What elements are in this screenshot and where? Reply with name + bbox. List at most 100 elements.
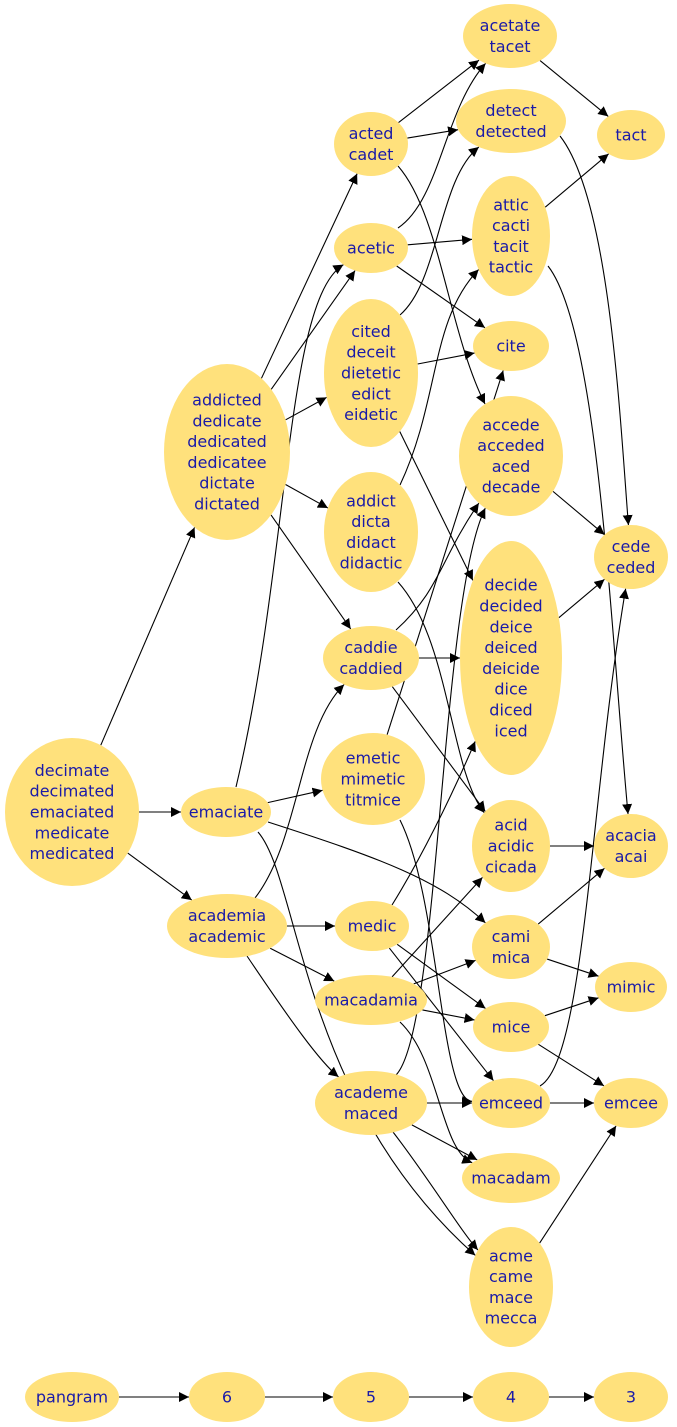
edge-academia-to-macadamia bbox=[269, 947, 335, 982]
edge-addicted-to-caddie bbox=[270, 514, 352, 630]
edge-academe-to-acme bbox=[392, 1131, 479, 1251]
node-tact: tact bbox=[597, 110, 665, 160]
node-label: medicate bbox=[35, 823, 110, 842]
node-label: 6 bbox=[222, 1388, 232, 1407]
edge-addict-to-attic bbox=[399, 269, 480, 486]
edge-acetic-to-acetate bbox=[397, 62, 487, 229]
node-label: deice bbox=[489, 617, 532, 636]
node-label: titmice bbox=[345, 790, 401, 809]
node-label: diced bbox=[489, 701, 532, 720]
node-decide: decidedecideddeicedeiceddeicidedicediced… bbox=[460, 541, 562, 775]
edge-emaciate-to-emetic bbox=[267, 787, 323, 804]
node-label: tacit bbox=[493, 237, 529, 256]
node-label: mimic bbox=[607, 978, 656, 997]
node-label: mica bbox=[492, 948, 531, 967]
node-decide-shape bbox=[460, 541, 562, 775]
node-pangram: pangram bbox=[25, 1372, 119, 1422]
node-acetic-shape bbox=[334, 223, 408, 273]
node-n5: 5 bbox=[333, 1372, 409, 1422]
node-label: deiced bbox=[484, 638, 537, 657]
node-label: acetate bbox=[480, 16, 541, 35]
node-label: academic bbox=[188, 927, 265, 946]
node-label: mace bbox=[489, 1288, 533, 1307]
node-label: acid bbox=[494, 816, 527, 835]
node-emceed: emceed bbox=[472, 1078, 550, 1128]
node-medic: medic bbox=[335, 901, 409, 951]
node-label: 4 bbox=[506, 1388, 516, 1407]
node-label: academe bbox=[334, 1083, 408, 1102]
node-macadamia-shape bbox=[315, 975, 427, 1025]
node-cami: cami mica bbox=[472, 915, 550, 979]
node-label: cacti bbox=[492, 216, 530, 235]
node-emaciate: emaciate bbox=[181, 787, 271, 837]
node-attic-shape bbox=[472, 176, 550, 296]
node-academia-shape bbox=[167, 894, 287, 958]
node-label: decided bbox=[479, 597, 542, 616]
node-emetic-shape bbox=[321, 733, 425, 825]
node-label: detected bbox=[475, 122, 546, 141]
edge-cited-to-cite bbox=[417, 350, 475, 365]
node-label: didactic bbox=[340, 554, 403, 573]
node-label: cami bbox=[492, 927, 531, 946]
node-pangram-shape bbox=[25, 1372, 119, 1422]
node-acme-shape bbox=[469, 1227, 553, 1347]
edge-acted-to-accede bbox=[397, 165, 486, 405]
edge-mice-to-emcee bbox=[538, 1043, 605, 1087]
edge-academia-to-academe bbox=[246, 955, 339, 1078]
node-label: eidetic bbox=[344, 405, 398, 424]
node-label: medicated bbox=[30, 844, 115, 863]
node-emceed-shape bbox=[472, 1078, 550, 1128]
node-label: accede bbox=[482, 415, 539, 434]
node-tact-shape bbox=[597, 110, 665, 160]
node-label: cede bbox=[612, 537, 651, 556]
node-acetate-shape bbox=[463, 4, 557, 68]
node-emaciate-shape bbox=[181, 787, 271, 837]
node-label: edict bbox=[351, 384, 391, 403]
node-n4-shape bbox=[473, 1372, 549, 1422]
node-decimate-shape bbox=[5, 738, 139, 886]
edge-academe-to-accede bbox=[395, 507, 486, 1076]
edge-attic-to-acacia bbox=[547, 265, 633, 815]
node-label: acacia bbox=[605, 826, 656, 845]
edge-macadamia-to-cami bbox=[413, 959, 476, 985]
node-mimic: mimic bbox=[595, 962, 667, 1012]
edge-emceed-to-cede bbox=[539, 588, 629, 1087]
node-emcee: emcee bbox=[594, 1078, 668, 1128]
edge-academe-to-macadam bbox=[411, 1124, 478, 1161]
node-label: deceit bbox=[346, 343, 395, 362]
node-detect-shape bbox=[456, 89, 566, 153]
node-label: acted bbox=[349, 124, 394, 143]
node-label: aced bbox=[492, 457, 531, 476]
node-label: cicada bbox=[485, 857, 537, 876]
node-n4: 4 bbox=[473, 1372, 549, 1422]
node-label: acme bbox=[489, 1246, 533, 1265]
edge-decide-to-cede bbox=[558, 578, 605, 619]
edge-macadamia-to-macadam bbox=[399, 1021, 473, 1164]
node-label: iced bbox=[494, 721, 527, 740]
node-label: addict bbox=[346, 491, 396, 510]
edge-caddie-to-accede bbox=[395, 502, 480, 631]
node-cited-shape bbox=[324, 299, 418, 447]
node-n3-shape bbox=[594, 1372, 668, 1422]
node-decimate: decimatedecimatedemaciatedmedicatemedica… bbox=[5, 738, 139, 886]
node-label: macadamia bbox=[324, 991, 418, 1010]
node-label: emaciate bbox=[189, 803, 263, 822]
node-cede-shape bbox=[594, 525, 668, 589]
node-label: cited bbox=[351, 322, 391, 341]
edge-acetic-to-attic bbox=[407, 235, 473, 246]
node-label: dictated bbox=[194, 495, 260, 514]
node-label: tacet bbox=[490, 37, 531, 56]
node-acacia-shape bbox=[594, 814, 668, 878]
node-label: tactic bbox=[489, 258, 533, 277]
node-label: mimetic bbox=[341, 770, 406, 789]
node-layer: acetatetacetdetectdetectedactedcadettact… bbox=[5, 4, 668, 1422]
node-emcee-shape bbox=[594, 1078, 668, 1128]
